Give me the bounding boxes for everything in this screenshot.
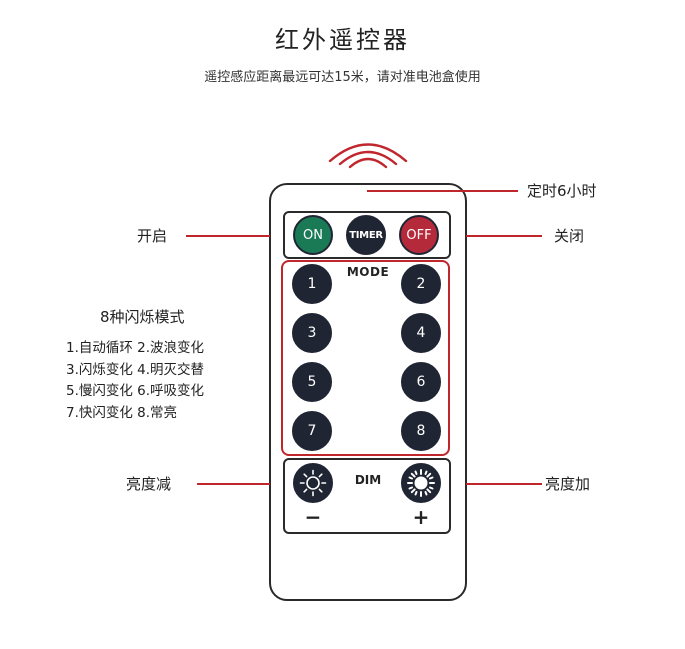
page-subtitle: 遥控感应距离最远可达15米，请对准电池盒使用: [204, 70, 481, 85]
dim-sun-icon: [299, 469, 327, 497]
on-callout-label: 开启: [137, 227, 168, 245]
on-button[interactable]: ON: [293, 215, 333, 255]
timer-button[interactable]: TIMER: [346, 215, 386, 255]
dim-label: DIM: [354, 473, 382, 487]
power-panel: [283, 211, 451, 259]
off-callout-label: 关闭: [554, 227, 585, 245]
page-title: 红外遥控器: [275, 26, 410, 54]
brightness-down-button[interactable]: [293, 463, 333, 503]
infrared-signal-icon: [328, 143, 408, 169]
mode-6-button[interactable]: 6: [401, 362, 441, 402]
dim-panel: [283, 458, 451, 534]
mode-list-item: 3.闪烁变化 4.明灭交替: [66, 361, 205, 378]
timer-callout-line: [367, 190, 518, 192]
mode-list-item: 1.自动循环 2.波浪变化: [66, 340, 205, 356]
dim-up-callout-line: [466, 483, 542, 485]
mode-8-button[interactable]: 8: [401, 411, 441, 451]
timer-callout-label: 定时6小时: [527, 182, 597, 200]
on-callout-line: [186, 235, 270, 237]
mode-list: 1.自动循环 2.波浪变化 3.闪烁变化 4.明灭交替 5.慢闪变化 6.呼吸变…: [66, 338, 204, 424]
brightness-up-button[interactable]: [401, 463, 441, 503]
mode-3-button[interactable]: 3: [292, 313, 332, 353]
mode-7-button[interactable]: 7: [292, 411, 332, 451]
mode-1-button[interactable]: 1: [292, 264, 332, 304]
off-callout-line: [466, 235, 542, 237]
dim-down-callout-line: [197, 483, 270, 485]
dim-up-callout-label: 亮度加: [545, 475, 591, 493]
bright-sun-icon: [407, 469, 435, 497]
mode-5-button[interactable]: 5: [292, 362, 332, 402]
mode-panel: [281, 260, 450, 456]
minus-sign: −: [304, 505, 322, 529]
mode-list-item: 7.快闪变化 8.常亮: [66, 404, 178, 421]
mode-list-item: 5.慢闪变化 6.呼吸变化: [66, 383, 205, 399]
modes-title: 8种闪烁模式: [100, 308, 185, 326]
dim-down-callout-label: 亮度减: [126, 475, 172, 493]
mode-4-button[interactable]: 4: [401, 313, 441, 353]
mode-label: MODE: [346, 265, 390, 279]
mode-2-button[interactable]: 2: [401, 264, 441, 304]
off-button[interactable]: OFF: [399, 215, 439, 255]
plus-sign: +: [412, 505, 430, 529]
